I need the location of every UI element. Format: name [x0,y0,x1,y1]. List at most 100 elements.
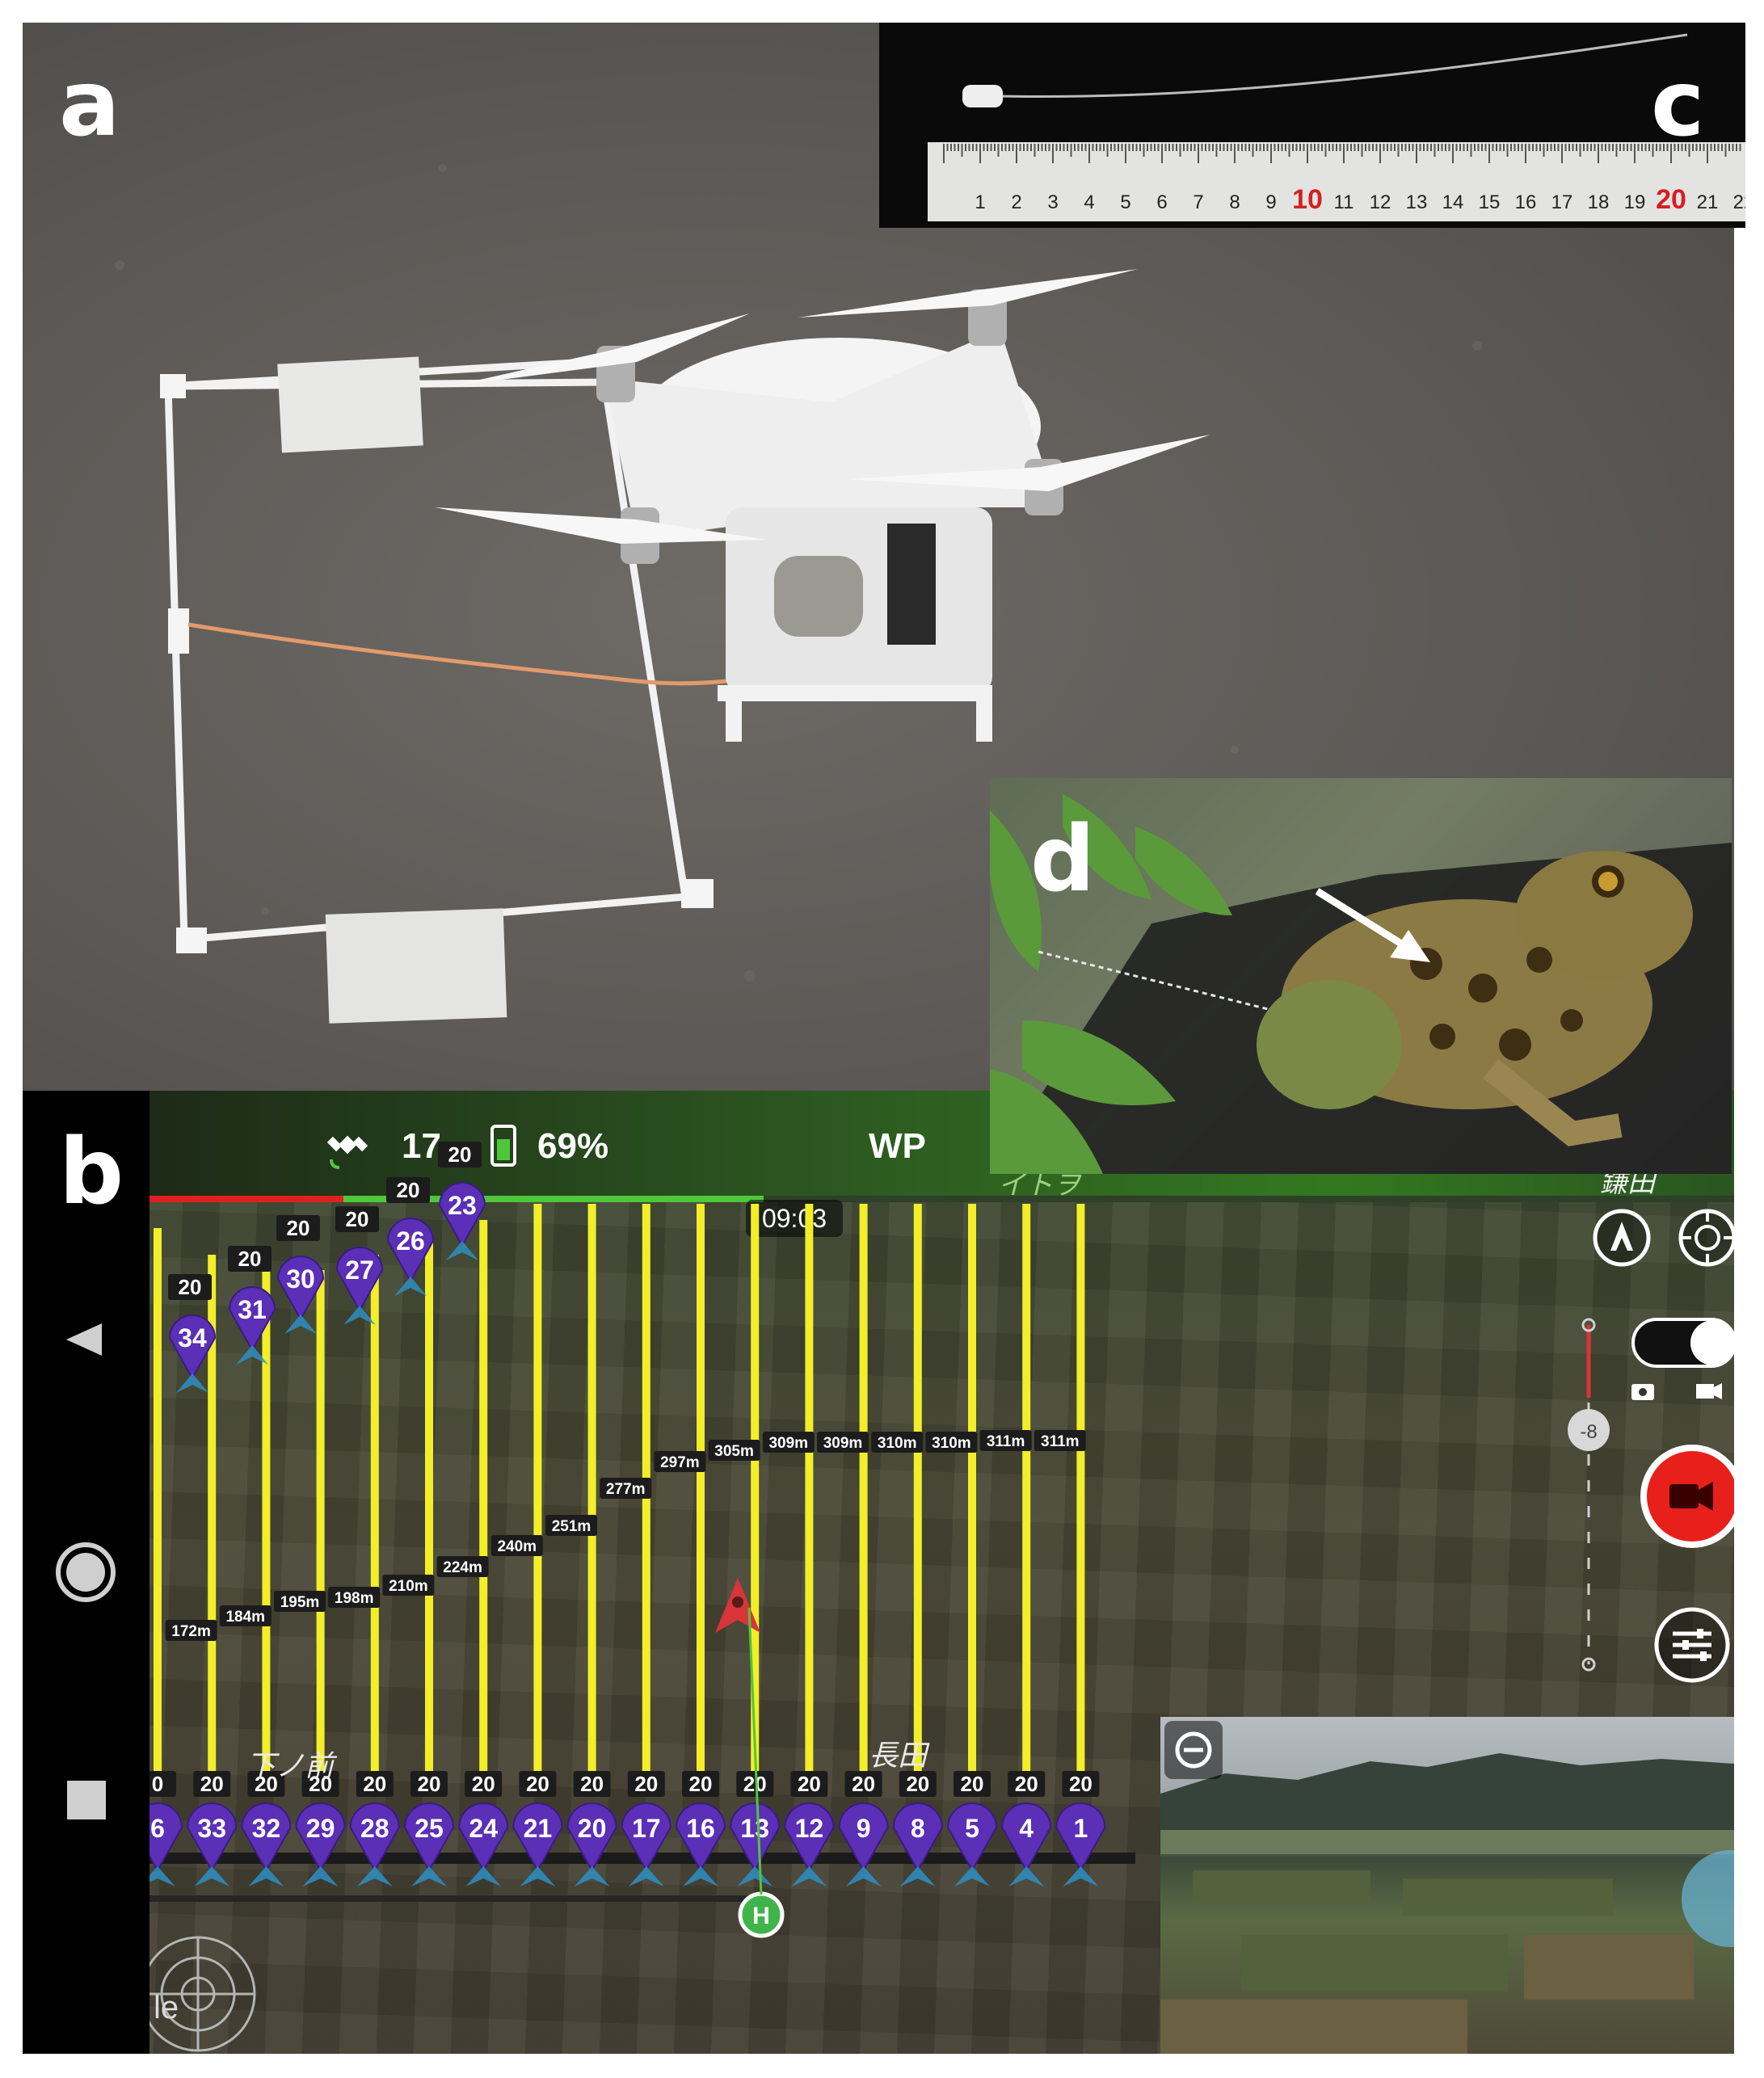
waypoint-altitude: 20 [448,1142,472,1167]
locate-button[interactable] [1678,1209,1734,1267]
svg-text:H: H [752,1903,770,1929]
waypoint-marker[interactable]: 209 [838,1771,889,1887]
panel-label-d: d [1030,807,1096,912]
ruler-mark: 1 [975,191,985,213]
antenna-wire [967,33,1688,99]
camera-preview[interactable] [1160,1717,1734,2054]
waypoint-number: 8 [911,1814,925,1843]
leg-distance-label: 311m [979,1430,1032,1451]
flight-mode[interactable]: WP [869,1126,926,1166]
panel-label-b: b [59,1120,124,1225]
drone-illustration [115,164,1482,1024]
battery-icon [490,1125,516,1167]
leaves [990,794,1232,1174]
collapse-preview-button[interactable] [1164,1721,1223,1779]
leg-distance-label: 297m [654,1451,706,1472]
recents-icon[interactable] [67,1781,106,1819]
ruler-mark: 7 [1193,191,1203,213]
leg-distance-label: 309m [762,1432,815,1453]
frame-flag-top [277,356,423,453]
svg-text:240m: 240m [497,1538,537,1555]
svg-text:305m: 305m [714,1443,754,1460]
waypoint-marker[interactable]: 06 [149,1771,183,1887]
map-lock-button[interactable] [1593,1209,1651,1267]
ruler-mark: 9 [1265,191,1276,213]
satellite-icon [326,1135,368,1169]
frog-photo-panel: d [990,778,1732,1174]
waypoint-altitude: 20 [287,1216,310,1240]
waypoint-number: 4 [1019,1814,1034,1843]
waypoint-altitude: 20 [397,1178,420,1202]
leg-distance-label: 240m [490,1535,543,1556]
waypoint-altitude: 20 [472,1772,495,1796]
waypoint-number: 26 [396,1226,425,1256]
waypoint-altitude: 20 [200,1772,224,1796]
svg-text:311m: 311m [987,1433,1025,1450]
leg-distance-label: 172m [165,1620,217,1641]
home-point-icon: H [738,1891,785,1938]
ruler-mark: 16 [1515,191,1537,213]
home-icon[interactable] [56,1542,116,1602]
waypoint-marker[interactable]: 208 [892,1771,943,1887]
back-icon[interactable] [66,1323,102,1356]
svg-text:297m: 297m [660,1454,700,1471]
waypoint-number: 33 [197,1814,226,1843]
photo-video-toggle[interactable] [1631,1318,1734,1368]
waypoint-marker[interactable]: 201 [1055,1771,1106,1887]
waypoint-altitude: 20 [346,1207,369,1231]
svg-text:277m: 277m [606,1481,646,1498]
waypoint-number: 20 [578,1814,607,1843]
gimbal-slider[interactable]: -8 [1568,1318,1610,1672]
waypoint-number: 28 [360,1814,389,1843]
battery-percent: 69% [537,1126,609,1166]
ruler-mark: 21 [1697,191,1719,213]
svg-text:310m: 310m [878,1435,917,1452]
record-button[interactable] [1640,1445,1734,1548]
waypoint-number: 29 [306,1814,335,1843]
waypoint-number: 6 [150,1814,165,1843]
ruler-mark: 12 [1370,191,1391,213]
svg-text:198m: 198m [335,1590,374,1607]
tag-ruler-panel: 12345678910111213141516171819202122 c [879,23,1745,228]
leg-distance-label: 198m [328,1587,381,1608]
settings-sliders-button[interactable] [1654,1607,1730,1683]
leg-distance-label: 310m [871,1432,924,1453]
waypoint-number: 27 [345,1256,374,1285]
waypoint-number: 32 [252,1814,281,1843]
svg-text:172m: 172m [171,1623,211,1640]
svg-text:224m: 224m [443,1559,482,1576]
waypoint-marker[interactable]: 204 [1001,1771,1052,1887]
frame-flag-bottom [325,908,507,1024]
leg-distance-label: 277m [600,1478,652,1499]
drone-body [435,269,1210,742]
waypoint-number: 17 [632,1814,661,1843]
waypoint-marker[interactable]: 205 [946,1771,998,1887]
leg-distance-label: 305m [708,1440,760,1461]
ruler-mark: 18 [1588,191,1610,213]
waypoint-altitude: 20 [309,1772,332,1796]
ruler-mark: 2 [1011,191,1021,213]
svg-text:310m: 310m [932,1435,971,1452]
waypoint-number: 21 [524,1814,553,1843]
